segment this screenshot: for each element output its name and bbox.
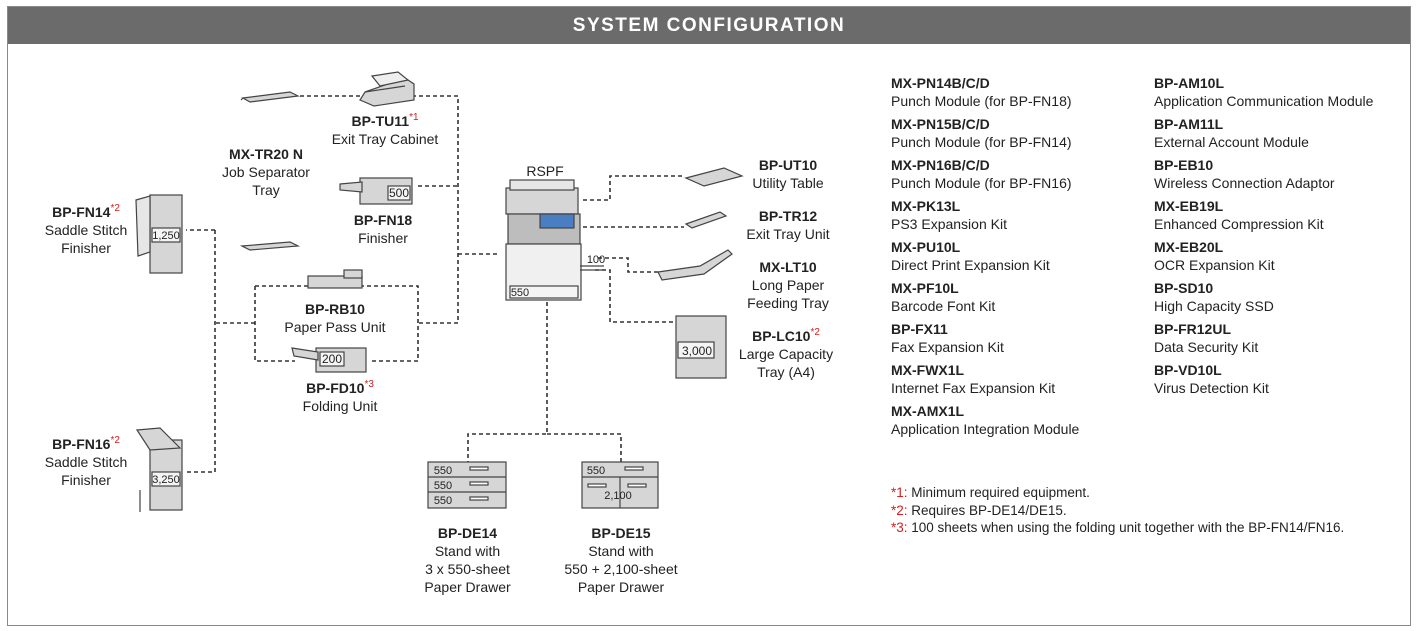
utility-table-icon [684, 167, 744, 187]
saddle-finisher-fn14-icon [135, 194, 183, 274]
de14-drawer1-capacity: 550 [434, 465, 452, 477]
label-bp-tr12: BP-TR12 Exit Tray Unit [746, 208, 830, 242]
label-bp-fn16: BP-FN16*2 Saddle Stitch Finisher [44, 435, 128, 488]
de15-drawer1-capacity: 550 [587, 465, 605, 477]
de14-drawer3-capacity: 550 [434, 495, 452, 507]
page-frame [7, 6, 1411, 626]
label-bp-de15: BP-DE15 Stand with 550 + 2,100-sheet Pap… [564, 525, 678, 595]
label-mx-tr20n: MX-TR20 N Job Separator Tray [222, 146, 310, 198]
label-bp-fn18: BP-FN18 Finisher [353, 212, 413, 246]
stand-de15-icon [581, 461, 659, 509]
label-mx-lt10: MX-LT10 Long Paper Feeding Tray [747, 259, 829, 311]
folding-unit-icon [291, 347, 367, 373]
upper-tray-icon [239, 241, 301, 251]
fn18-capacity: 500 [389, 186, 409, 200]
exit-tray-cabinet-icon [359, 71, 415, 107]
footnote: *3: 100 sheets when using the folding un… [891, 520, 1345, 535]
footnotes: *1: Minimum required equipment. *2: Requ… [891, 484, 1344, 537]
mfp-bypass-capacity: 100 [587, 254, 605, 266]
footnote: *1: Minimum required equipment. [891, 485, 1090, 500]
job-separator-tray-icon [240, 91, 301, 103]
fd10-capacity: 200 [322, 352, 342, 366]
de15-drawer2-capacity: 2,100 [604, 490, 632, 502]
large-capacity-tray-icon [675, 315, 727, 379]
fn16-capacity: 3,250 [152, 474, 180, 486]
finisher-fn18-icon [339, 177, 413, 205]
stand-de14-icon [427, 461, 507, 509]
label-bp-fd10: BP-FD10*3 Folding Unit [302, 379, 378, 414]
label-bp-fn14: BP-FN14*2 Saddle Stitch Finisher [44, 203, 128, 256]
saddle-finisher-fn16-icon [135, 427, 183, 512]
label-bp-ut10: BP-UT10 Utility Table [752, 157, 824, 191]
label-rspf: RSPF [526, 163, 564, 179]
page-title: SYSTEM CONFIGURATION [8, 7, 1410, 44]
paper-pass-unit-icon [307, 269, 363, 289]
de14-drawer2-capacity: 550 [434, 480, 452, 492]
label-bp-de14: BP-DE14 Stand with 3 x 550-sheet Paper D… [424, 525, 511, 595]
long-paper-tray-icon [657, 249, 733, 281]
main-mfp-icon [505, 179, 604, 301]
exit-tray-unit-icon [684, 211, 728, 229]
mfp-drawer-capacity: 550 [511, 287, 529, 299]
fn14-capacity: 1,250 [152, 230, 180, 242]
footnote: *2: Requires BP-DE14/DE15. [891, 502, 1067, 518]
label-bp-lc10: BP-LC10*2 Large Capacity Tray (A4) [738, 327, 834, 380]
label-bp-rb10: BP-RB10 Paper Pass Unit [284, 301, 386, 335]
lc10-capacity: 3,000 [682, 344, 712, 358]
label-bp-tu11: BP-TU11*1 Exit Tray Cabinet [331, 112, 439, 147]
